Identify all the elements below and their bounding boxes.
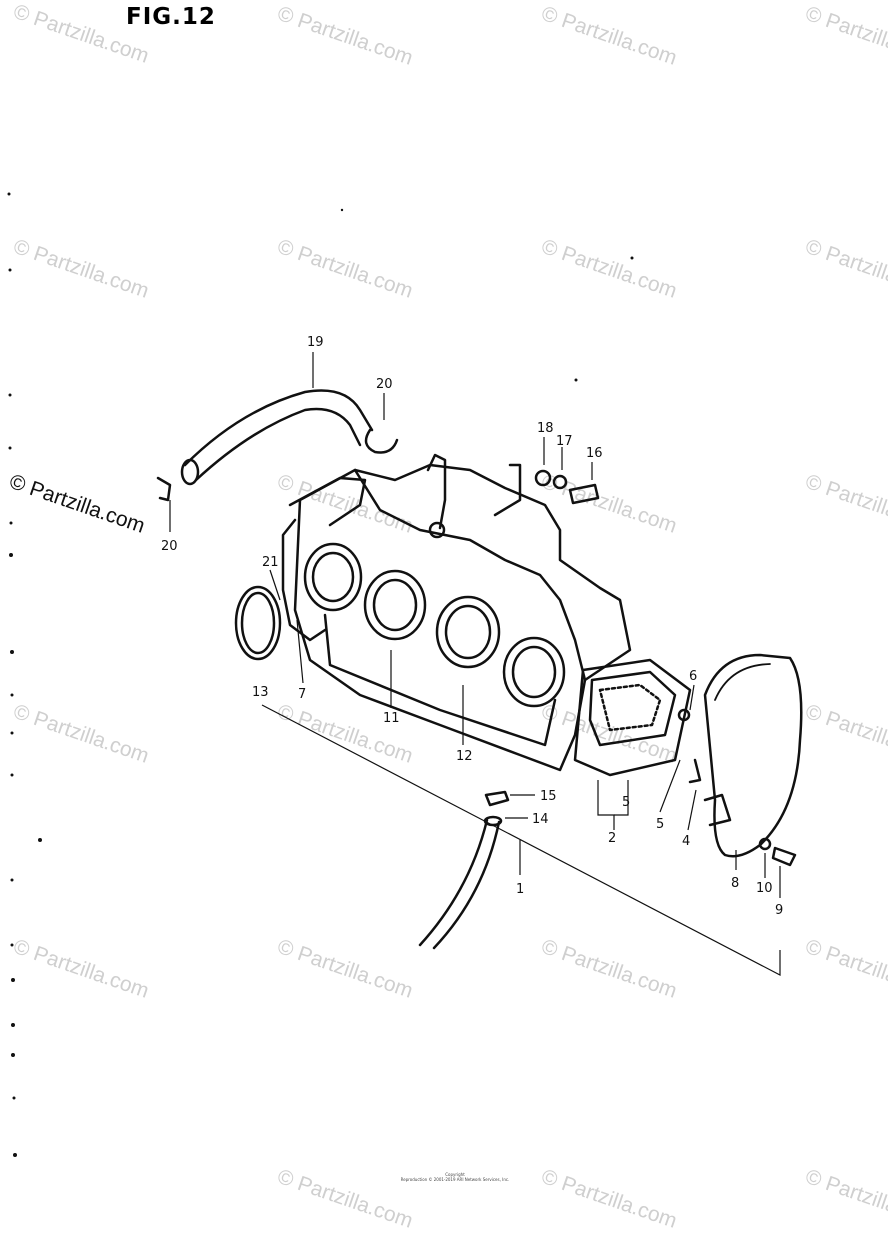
callout-9: 9 xyxy=(775,903,783,918)
callout-5-lower: 5 xyxy=(656,817,664,832)
figure-title: FIG.12 xyxy=(126,4,216,30)
callout-4: 4 xyxy=(682,834,690,849)
breather-hose xyxy=(183,389,374,467)
copyright-line-2: Reproduction © 2001-2019 ARI Network Ser… xyxy=(400,1177,510,1182)
callout-16: 16 xyxy=(586,446,603,461)
inlet-boot-1 xyxy=(303,542,363,612)
callout-18: 18 xyxy=(537,421,554,436)
side-bracket-top xyxy=(288,476,367,527)
callout-13: 13 xyxy=(252,685,269,700)
washer-18 xyxy=(534,469,552,487)
washer-10 xyxy=(758,837,772,851)
air-cleaner-cover xyxy=(703,653,803,858)
housing-mounting-bracket xyxy=(426,453,447,530)
air-cleaner-housing xyxy=(293,463,632,772)
copyright-line-1: Copyright xyxy=(445,1172,465,1177)
callout-6: 6 xyxy=(689,669,697,684)
nut-6 xyxy=(677,708,691,722)
callout-15: 15 xyxy=(540,789,557,804)
callout-7: 7 xyxy=(298,687,306,702)
screw-16 xyxy=(568,483,600,505)
callout-1: 1 xyxy=(516,882,524,897)
callout-11: 11 xyxy=(383,711,400,726)
housing-front-panel xyxy=(323,613,557,747)
drain-plug xyxy=(484,790,510,807)
bracket-bolt xyxy=(428,521,446,539)
callout-8: 8 xyxy=(731,876,739,891)
housing-top-edge xyxy=(353,468,587,682)
cover-bracket xyxy=(703,793,732,827)
side-bracket xyxy=(281,518,327,642)
inlet-boot-3 xyxy=(435,595,501,669)
filter-element xyxy=(573,658,692,777)
exploded-parts-diagram: 19 20 20 18 17 16 21 13 7 11 12 6 15 14 … xyxy=(7,192,803,1157)
clamp-ring xyxy=(234,585,282,661)
callout-5-upper: 5 xyxy=(622,795,630,810)
clamp-upper xyxy=(364,428,399,454)
callout-21: 21 xyxy=(262,555,279,570)
callout-17: 17 xyxy=(556,434,573,449)
inlet-boot-2 xyxy=(363,569,427,641)
callout-2: 2 xyxy=(608,831,616,846)
callout-12: 12 xyxy=(456,749,473,764)
washer-17 xyxy=(552,474,568,490)
screw-9 xyxy=(771,846,797,867)
callout-20-upper: 20 xyxy=(376,377,393,392)
callout-19: 19 xyxy=(307,335,324,350)
screw-4 xyxy=(688,758,702,784)
callout-10: 10 xyxy=(756,881,773,896)
copyright-footer: Copyright Reproduction © 2001-2019 ARI N… xyxy=(385,1172,525,1182)
clamp-lower xyxy=(156,476,172,502)
drain-hose xyxy=(418,818,489,947)
callout-20-lower: 20 xyxy=(161,539,178,554)
top-vent-bracket xyxy=(493,463,522,517)
callout-14: 14 xyxy=(532,812,549,827)
inlet-boot-4 xyxy=(502,636,566,708)
